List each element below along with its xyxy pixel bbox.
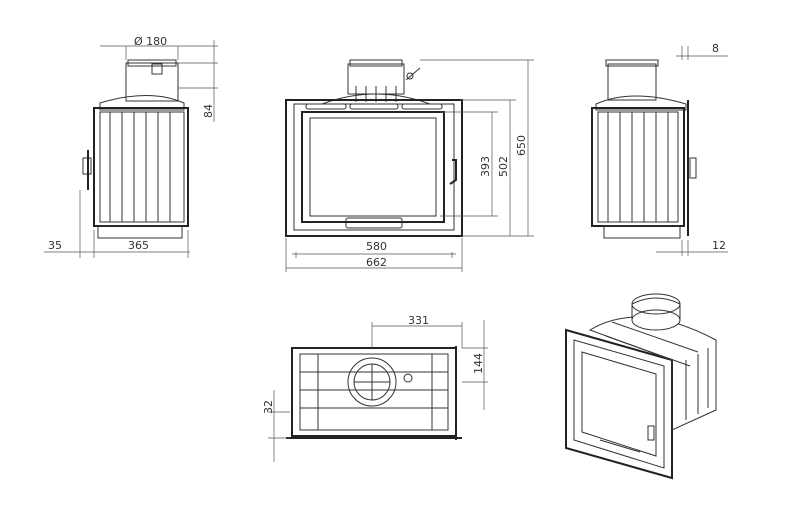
top-body (291, 347, 457, 437)
flue-circle (347, 357, 397, 407)
dim-frame-depth: 32 (262, 400, 275, 414)
front-frame (285, 99, 463, 237)
door (301, 111, 445, 223)
dim-flue-diameter: Ø 180 (134, 35, 167, 48)
dim-overall-width: 662 (366, 256, 387, 269)
glass (309, 117, 437, 217)
dim-door-height: 502 (497, 156, 510, 177)
side-view-right: 8 12 (591, 42, 728, 256)
dim-top-view-depth: 331 (408, 314, 429, 327)
isometric-view (565, 293, 717, 480)
dim-bottom-offset: 12 (712, 239, 726, 252)
dim-depth: 365 (128, 239, 149, 252)
front-view: 580 662 393 502 650 (285, 59, 534, 272)
dim-overall-height: 650 (515, 135, 528, 156)
dim-side-offset: 35 (48, 239, 62, 252)
dim-top-view-width: 144 (472, 353, 485, 374)
dim-glass-height: 393 (479, 156, 492, 177)
stove-body (93, 107, 189, 227)
top-view: 331 144 32 (262, 314, 488, 462)
iso-flue (631, 309, 681, 331)
iso-frame (565, 328, 673, 480)
dim-door-width: 580 (366, 240, 387, 253)
dim-top-offset: 8 (712, 42, 719, 55)
side-view-left: Ø 180 84 35 365 (44, 35, 218, 258)
dim-flue-height: 84 (202, 104, 215, 118)
